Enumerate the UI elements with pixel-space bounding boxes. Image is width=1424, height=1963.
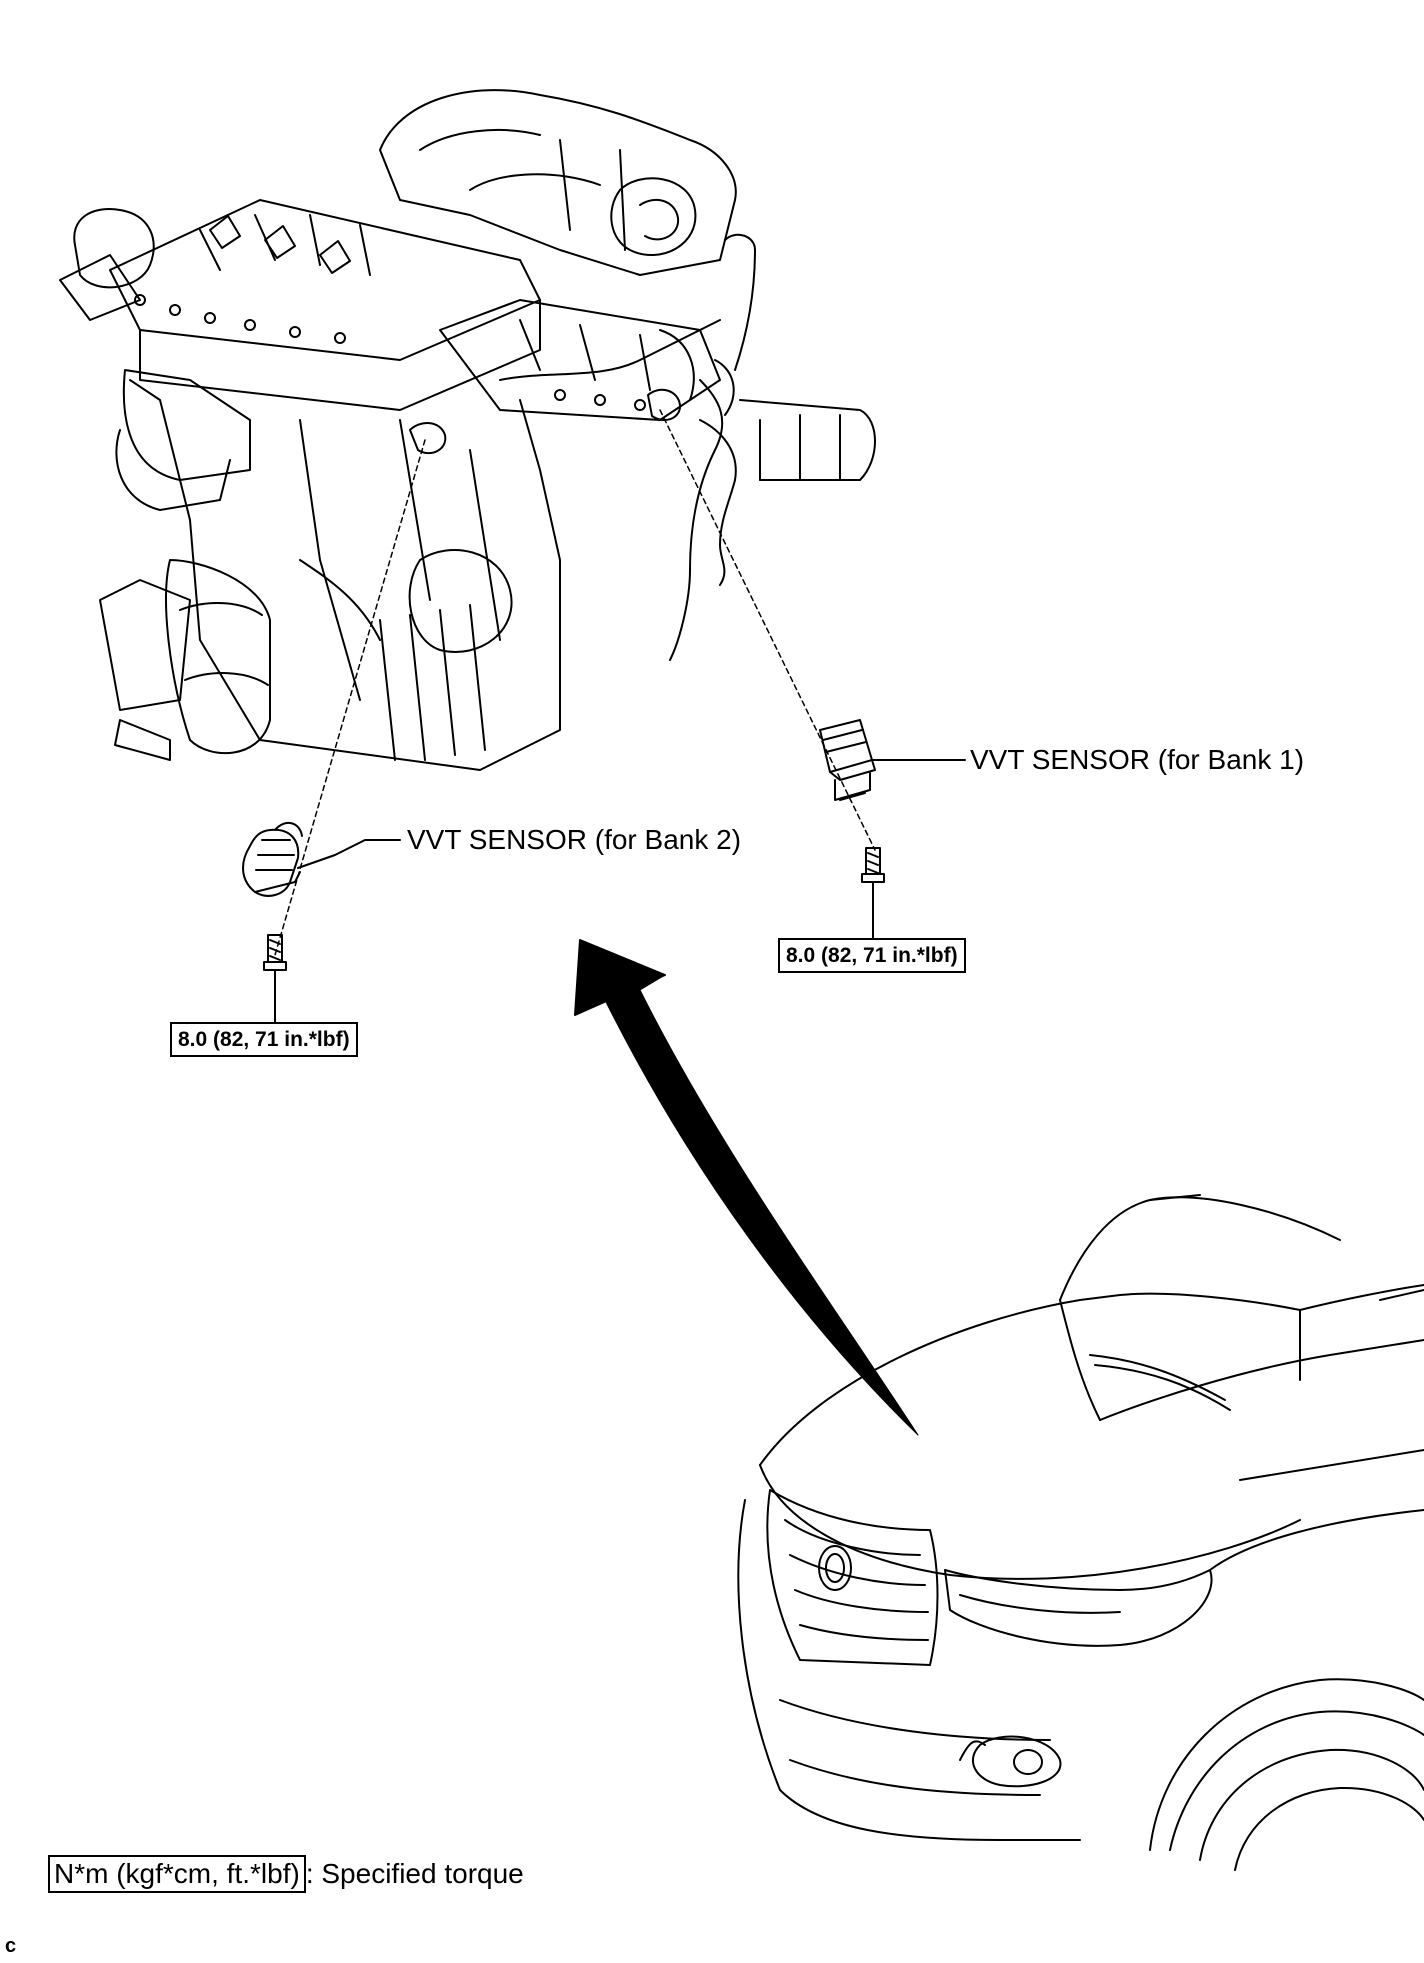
vvt-sensor-bank1-label: VVT SENSOR (for Bank 1): [970, 744, 1305, 775]
torque-unit-box: N*m (kgf*cm, ft.*lbf): [48, 1855, 306, 1893]
bolt-bank2-icon: [263, 934, 287, 1023]
torque-legend: N*m (kgf*cm, ft.*lbf): Specified torque: [48, 1855, 524, 1893]
curved-arrow-icon: [574, 939, 919, 1436]
vvt-sensor-bank1-icon: [819, 719, 876, 801]
torque-bank1-box: 8.0 (82, 71 in.*lbf): [778, 938, 966, 974]
suv-front-icon: [737, 1194, 1424, 1871]
torque-bank2-box: 8.0 (82, 71 in.*lbf): [170, 1022, 358, 1058]
vvt-sensor-bank2-label: VVT SENSOR (for Bank 2): [407, 824, 742, 855]
engine-assembly-icon: [59, 89, 876, 771]
corner-mark: c: [5, 1935, 17, 1957]
vvt-sensor-bank2-icon: [242, 821, 303, 897]
assembly-leader-lines: [274, 409, 876, 956]
torque-legend-description: : Specified torque: [305, 1858, 524, 1889]
bolt-bank1-icon: [861, 847, 885, 939]
